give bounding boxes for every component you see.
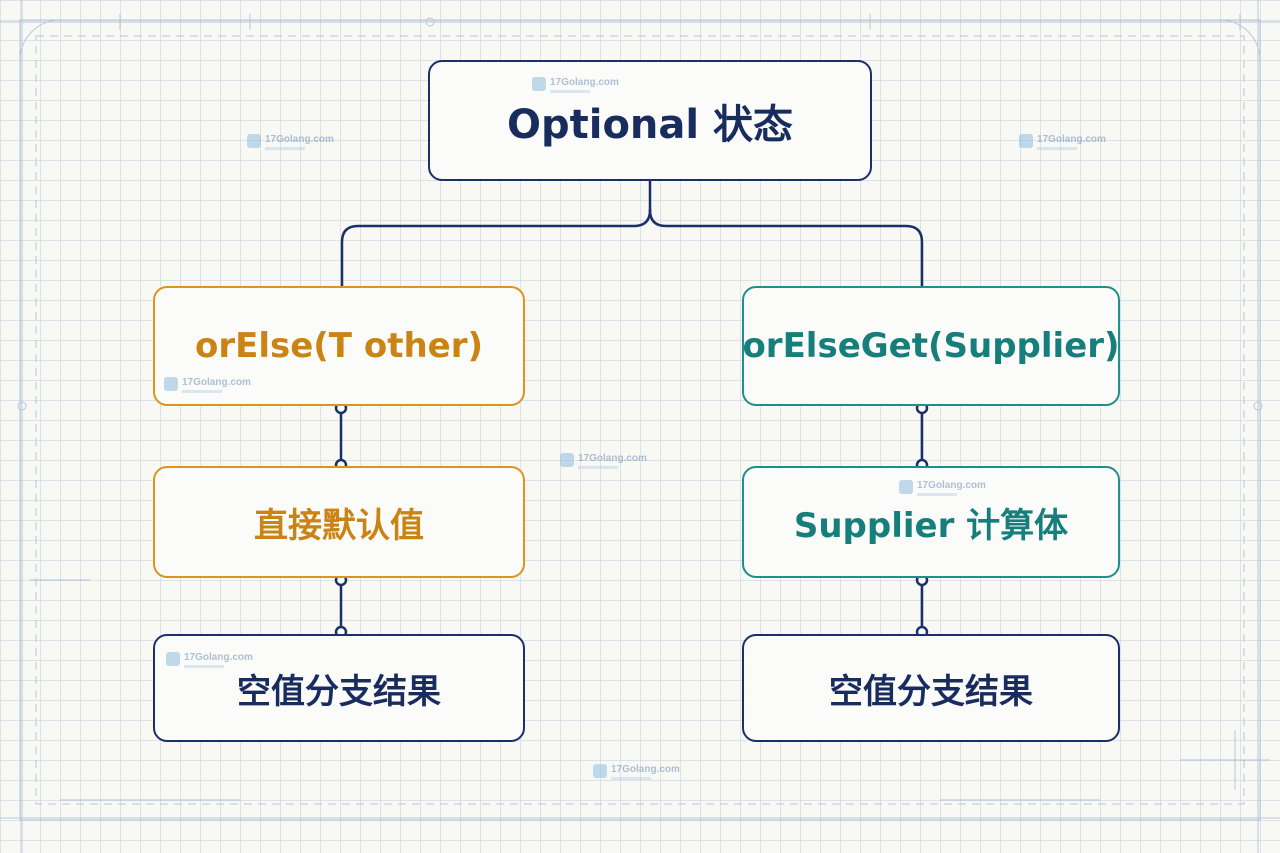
watermark-text: 17Golang.com — [550, 77, 619, 88]
right-empty-result-node: 空值分支结果 — [742, 634, 1120, 742]
root-node: Optional 状态 — [428, 60, 872, 181]
supplier-compute-node: Supplier 计算体 — [742, 466, 1120, 578]
orelse-node: orElse(T other) — [153, 286, 525, 406]
direct-default-node-label: 直接默认值 — [254, 505, 424, 546]
watermark-text: 17Golang.com — [265, 134, 334, 145]
watermark-logo-icon — [560, 453, 574, 467]
root-connectors — [340, 179, 924, 288]
watermark: 17Golang.com — [166, 652, 253, 668]
root-node-label: Optional 状态 — [506, 101, 794, 148]
supplier-compute-node-label: Supplier 计算体 — [793, 505, 1069, 546]
watermark-logo-icon — [164, 377, 178, 391]
watermark-logo-icon — [166, 652, 180, 666]
orelseget-node: orElseGet(Supplier) — [742, 286, 1120, 406]
connector-right-branch — [648, 208, 924, 288]
watermark: 17Golang.com — [1019, 134, 1106, 150]
right-empty-result-label: 空值分支结果 — [829, 671, 1033, 712]
watermark-logo-icon — [593, 764, 607, 778]
watermark-text: 17Golang.com — [611, 764, 680, 775]
watermark: 17Golang.com — [899, 480, 986, 496]
watermark: 17Golang.com — [593, 764, 680, 780]
left-empty-result-label: 空值分支结果 — [237, 671, 441, 712]
orelseget-node-label: orElseGet(Supplier) — [742, 326, 1120, 366]
watermark-text: 17Golang.com — [917, 480, 986, 491]
watermark: 17Golang.com — [247, 134, 334, 150]
watermark-text: 17Golang.com — [184, 652, 253, 663]
connector-left-branch — [340, 208, 652, 288]
watermark: 17Golang.com — [532, 77, 619, 93]
watermark-logo-icon — [1019, 134, 1033, 148]
watermark-text: 17Golang.com — [1037, 134, 1106, 145]
direct-default-node: 直接默认值 — [153, 466, 525, 578]
watermark-text: 17Golang.com — [578, 453, 647, 464]
orelse-node-label: orElse(T other) — [194, 326, 484, 366]
watermark-text: 17Golang.com — [182, 377, 251, 388]
watermark-logo-icon — [899, 480, 913, 494]
watermark: 17Golang.com — [560, 453, 647, 469]
watermark-logo-icon — [532, 77, 546, 91]
watermark: 17Golang.com — [164, 377, 251, 393]
left-empty-result-node: 空值分支结果 — [153, 634, 525, 742]
watermark-logo-icon — [247, 134, 261, 148]
